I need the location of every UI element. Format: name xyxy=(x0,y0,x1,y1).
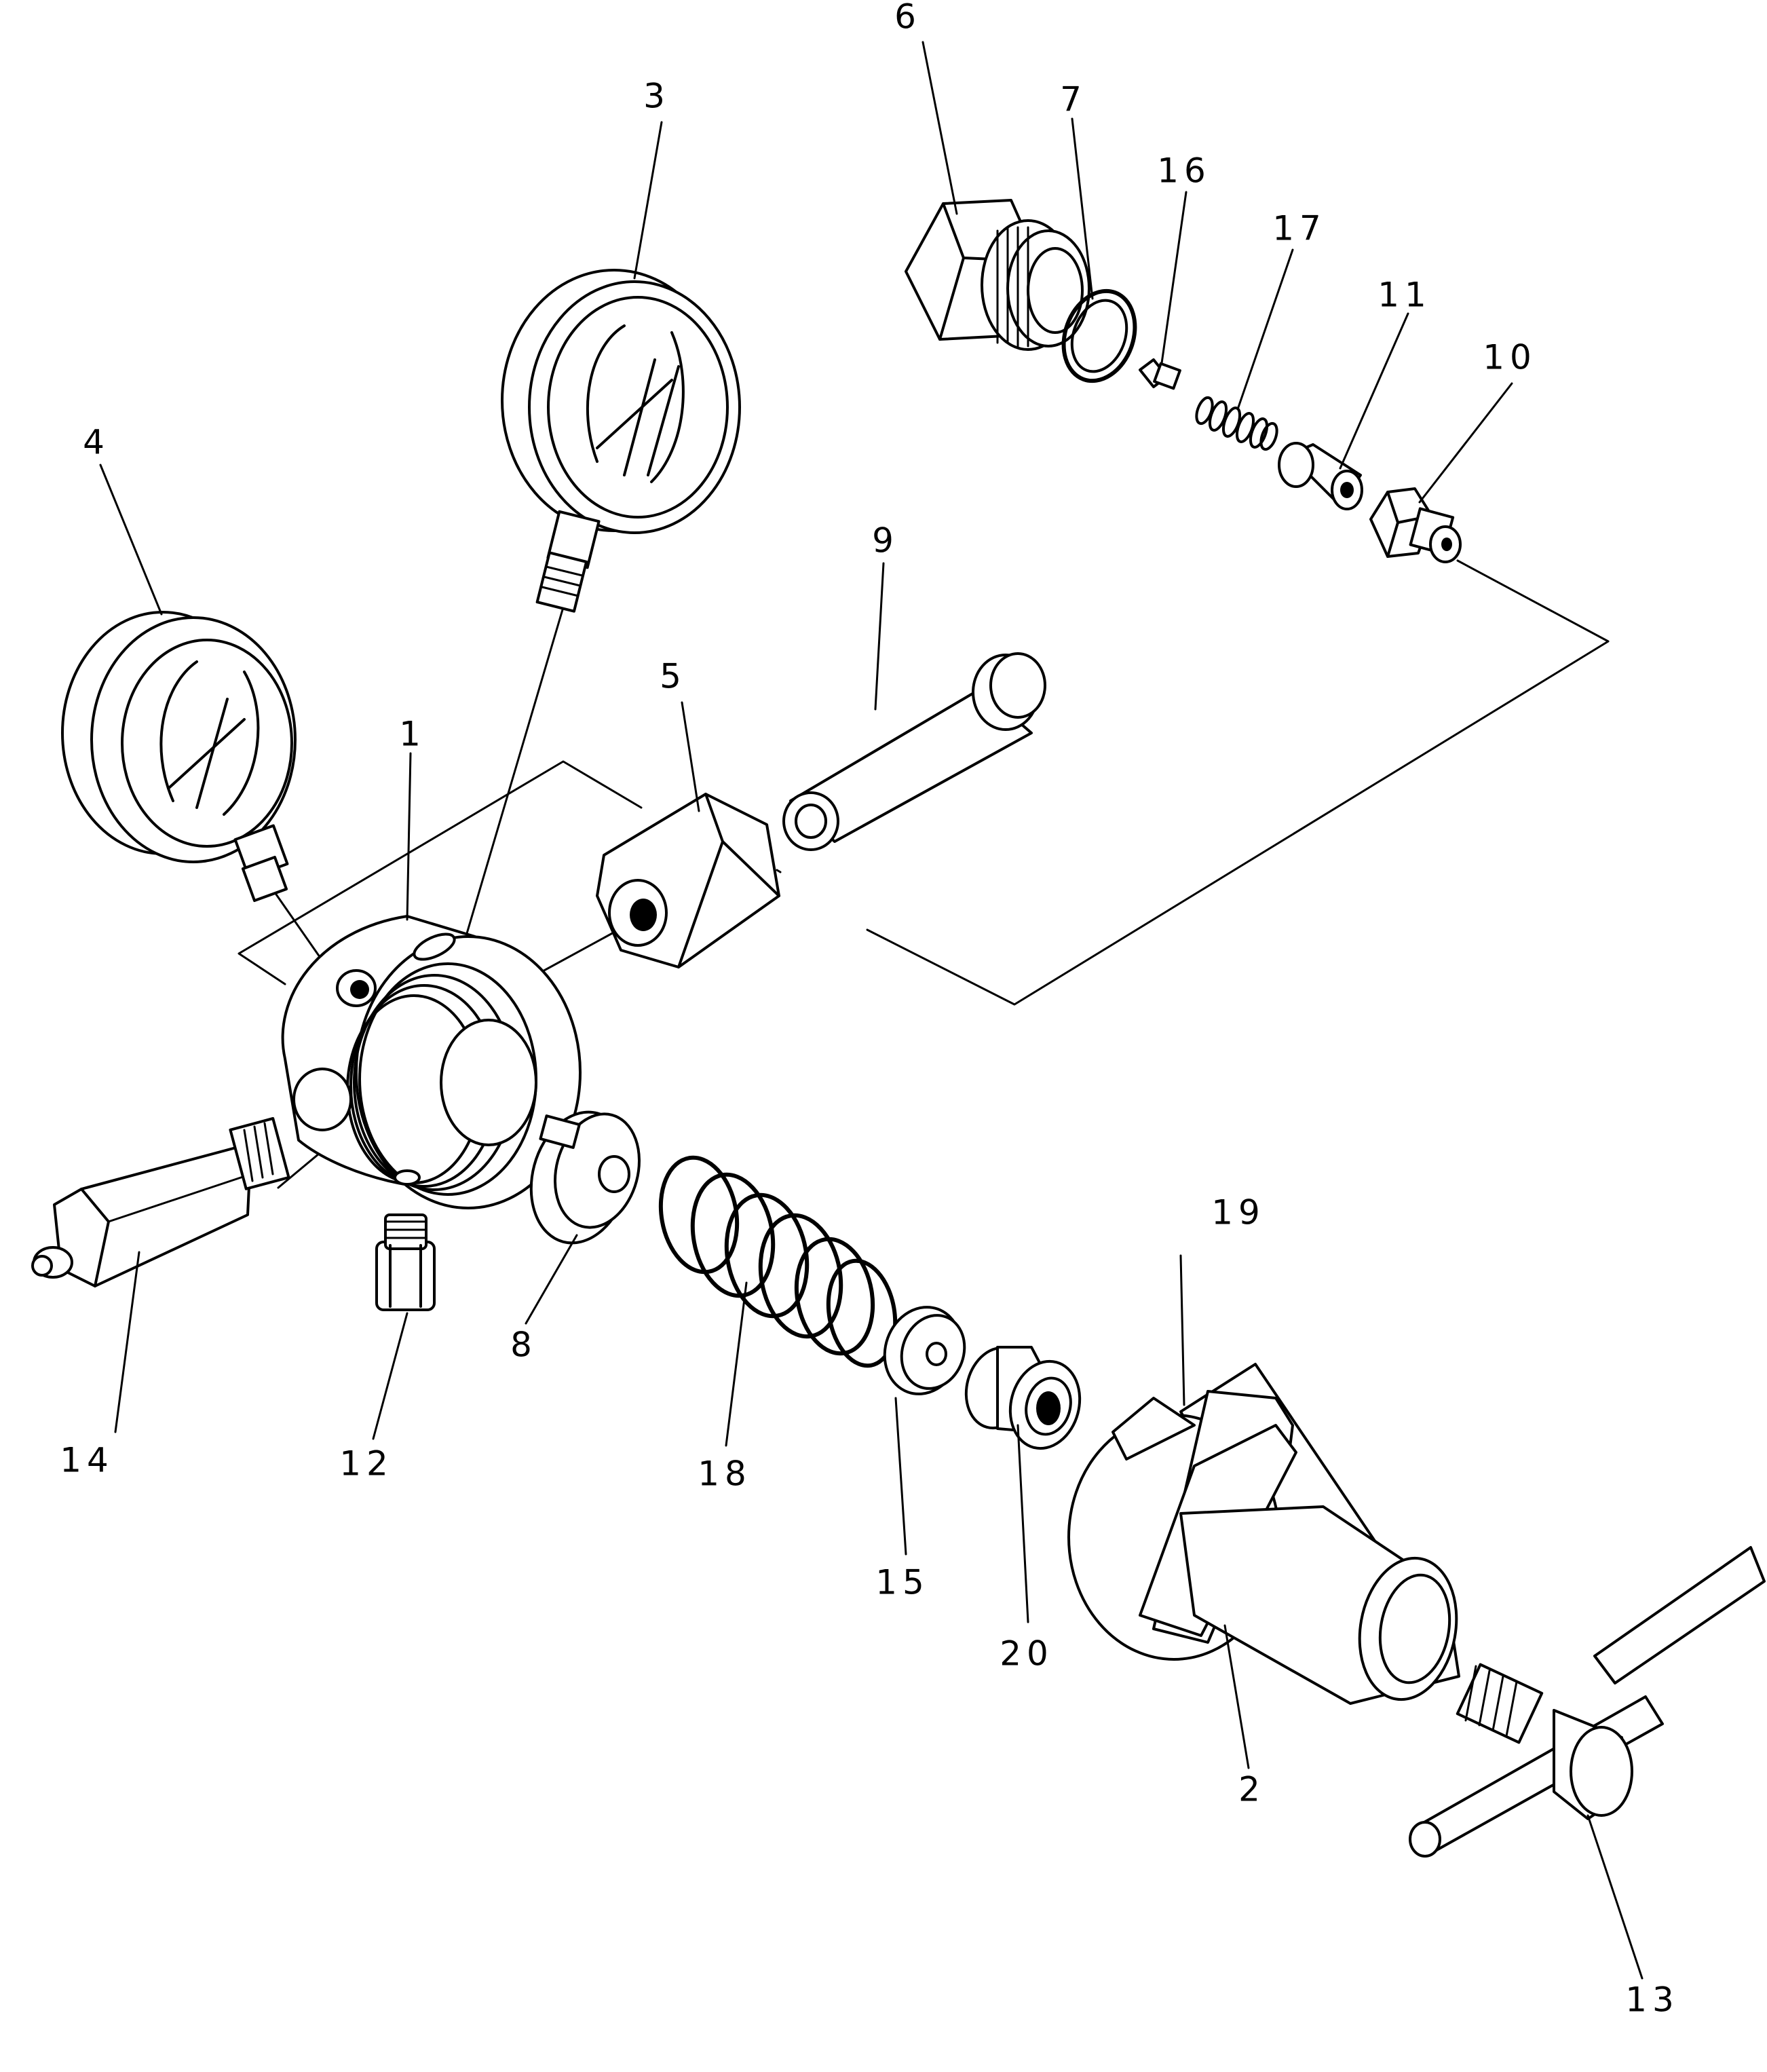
nut-5 xyxy=(596,793,780,968)
label-part-2: 2 xyxy=(1238,1770,1266,1809)
washer-7 xyxy=(1061,288,1137,383)
label-part-5: 5 xyxy=(660,657,687,696)
label-part-16: 16 xyxy=(1157,151,1211,191)
label-part-15: 15 xyxy=(875,1563,930,1602)
bushing-20 xyxy=(964,1346,1082,1450)
regulator-body-1 xyxy=(281,915,582,1209)
label-part-13: 13 xyxy=(1625,1980,1679,2020)
plug-14 xyxy=(31,1116,290,1287)
part-labels: 6 7 16 17 11 10 3 4 9 5 1 19 8 14 12 18 … xyxy=(60,0,1679,2020)
fitting-10 xyxy=(1369,487,1462,563)
hex-plug-6 xyxy=(905,199,1090,351)
label-part-20: 20 xyxy=(1000,1634,1054,1674)
bonnet-2 xyxy=(1067,1363,1460,1705)
label-part-19: 19 xyxy=(1211,1193,1266,1232)
label-part-17: 17 xyxy=(1272,209,1327,248)
label-part-10: 10 xyxy=(1483,338,1537,377)
label-part-1: 1 xyxy=(399,715,426,754)
sleeve-11 xyxy=(1278,442,1363,510)
t-handle-13 xyxy=(1409,1546,1766,1858)
washer-15 xyxy=(883,1306,966,1395)
diaphragm-8 xyxy=(529,1110,641,1245)
gauge-4 xyxy=(61,611,297,903)
spring-18 xyxy=(658,1155,898,1368)
label-part-6: 6 xyxy=(894,0,922,37)
label-part-4: 4 xyxy=(83,423,110,462)
spring-17 xyxy=(1195,396,1278,451)
label-part-11: 11 xyxy=(1378,276,1432,315)
label-part-14: 14 xyxy=(60,1441,114,1480)
label-part-3: 3 xyxy=(643,77,670,116)
pin-16 xyxy=(1139,358,1181,390)
tube-9 xyxy=(782,652,1046,851)
label-part-18: 18 xyxy=(698,1454,752,1494)
label-part-7: 7 xyxy=(1060,80,1087,119)
label-part-12: 12 xyxy=(339,1444,394,1484)
label-part-8: 8 xyxy=(510,1325,537,1365)
label-part-9: 9 xyxy=(872,521,899,561)
leader-lines xyxy=(99,41,1644,1980)
gauge-3 xyxy=(501,269,741,613)
fitting-12 xyxy=(375,1213,436,1311)
